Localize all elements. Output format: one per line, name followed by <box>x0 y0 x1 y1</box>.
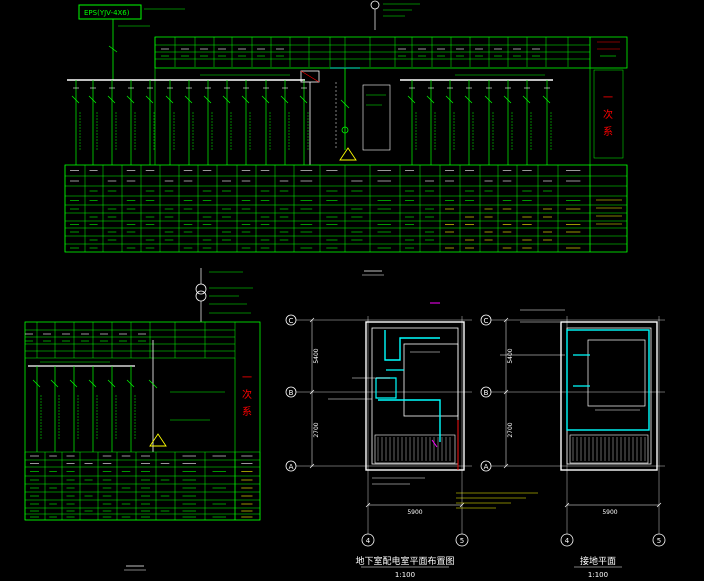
plan-right-cabinet-outline <box>587 339 646 407</box>
plan-left-axis-c: C <box>289 317 294 325</box>
legend-char-2: 次 <box>603 108 613 121</box>
plan-left-switchgear-cabinet <box>403 343 459 417</box>
plan-left-outer-wall <box>365 321 465 471</box>
feeder-breaker-symbol <box>222 95 231 104</box>
feeder-breaker-symbol <box>71 95 80 104</box>
top-header-table <box>154 36 628 69</box>
top-lower-table <box>64 164 628 253</box>
eps-label: EPS(YJV-4X6) <box>84 9 130 17</box>
plan-right-dim-tick <box>656 502 662 508</box>
small-transformer-winding <box>195 290 207 302</box>
top-transformer-symbol <box>370 0 380 10</box>
small-legend-char-2: 次 <box>242 388 252 401</box>
plan-left-title: 地下室配电室平面布置图 <box>355 555 454 567</box>
plan-left-stair-area <box>374 434 456 464</box>
plan-right-grounding-ring <box>566 329 650 431</box>
small-legend-char-1: 一 <box>242 373 252 384</box>
plan-left-dim-upper: 5400 <box>313 348 320 363</box>
small-legend-char-3: 系 <box>242 406 252 418</box>
plan-left-dim-tick <box>309 317 315 323</box>
legend-char-1: 一 <box>603 93 613 104</box>
plan-left-cable-tray <box>384 330 440 361</box>
feeder-breaker-symbol <box>542 95 551 104</box>
plan-right-axis-5: 5 <box>657 537 661 545</box>
legend-box <box>593 69 624 159</box>
feeder-breaker-symbol <box>126 95 135 104</box>
plan-left-panel-outline <box>375 377 397 399</box>
plan-left-dim-width: 5900 <box>407 509 422 516</box>
eps-label-box <box>78 4 142 20</box>
feeder-breaker-symbol <box>145 95 154 104</box>
small-ats-breaker-symbol <box>148 379 158 389</box>
plan-left-axis-4: 4 <box>366 537 371 545</box>
plan-left-dim-lower: 2700 <box>313 422 320 437</box>
plan-right-outer-wall <box>560 321 658 471</box>
feeder-breaker-symbol <box>203 95 212 104</box>
feeder-breaker-symbol <box>241 95 250 104</box>
feeder-breaker-symbol <box>407 95 416 104</box>
feeder-breaker-symbol <box>184 95 193 104</box>
plan-right-dim-tick <box>503 317 509 323</box>
plan-right-scale: 1:100 <box>588 571 608 579</box>
drawing-geometry <box>24 0 666 571</box>
small-feeder-breaker-symbol <box>50 379 59 388</box>
plan-left-dim-tick <box>309 463 315 469</box>
plan-left-cable-route <box>378 399 441 442</box>
plan-right-stair-area <box>569 434 649 464</box>
plan-right-axis-a: A <box>484 463 489 471</box>
ats-control-box <box>362 84 391 151</box>
feeder-breaker-symbol <box>88 95 97 104</box>
small-feeder-breaker-symbol <box>107 379 116 388</box>
feeder-breaker-symbol <box>165 95 174 104</box>
ats-device-mark <box>300 70 320 83</box>
feeder-breaker-symbol <box>280 95 289 104</box>
plan-right-axis-b: B <box>484 389 489 397</box>
plan-right-dim-tick <box>564 502 570 508</box>
small-feeder-breaker-symbol <box>69 379 78 388</box>
feeder-breaker-symbol <box>522 95 531 104</box>
feeder-breaker-symbol <box>107 95 116 104</box>
small-table-frame <box>24 321 261 521</box>
feeder-breaker-symbol <box>261 95 270 104</box>
small-feeder-breaker-symbol <box>126 379 135 388</box>
ats-ct-symbol <box>341 126 349 134</box>
plan-left-dim-tick <box>459 502 465 508</box>
plan-right-dim-tick <box>503 389 509 395</box>
small-ground-triangle-symbol <box>149 433 167 447</box>
plan-right-dim-tick <box>503 463 509 469</box>
feeder-breaker-symbol <box>445 95 454 104</box>
feeder-breaker-symbol <box>299 95 308 104</box>
feeder-breaker-symbol <box>484 95 493 104</box>
ground-triangle-symbol <box>339 147 357 161</box>
feeder-breaker-symbol <box>503 95 512 104</box>
small-feeder-breaker-symbol <box>32 379 41 388</box>
plan-left-magenta-mark <box>431 439 438 448</box>
plan-right-dim-width: 5900 <box>602 509 617 516</box>
plan-left-axis-5: 5 <box>460 537 464 545</box>
plan-right-title: 接地平面 <box>580 555 616 567</box>
feeder-breaker-symbol <box>426 95 435 104</box>
feeder-breaker-symbol <box>464 95 473 104</box>
plan-left-dim-tick <box>309 389 315 395</box>
plan-left-dim-tick <box>365 502 371 508</box>
eps-breaker-symbol <box>108 45 118 53</box>
plan-left-scale: 1:100 <box>395 571 415 579</box>
plan-right-axis-c: C <box>484 317 489 325</box>
plan-right-dim-lower: 2700 <box>507 422 514 437</box>
ats-breaker-symbol <box>340 99 350 109</box>
legend-char-3: 系 <box>603 126 613 138</box>
small-feeder-breaker-symbol <box>88 379 97 388</box>
plan-left-axis-b: B <box>289 389 294 397</box>
plan-right-dim-upper: 5400 <box>507 348 514 363</box>
plan-left-axis-a: A <box>289 463 294 471</box>
plan-right-axis-4: 4 <box>565 537 570 545</box>
